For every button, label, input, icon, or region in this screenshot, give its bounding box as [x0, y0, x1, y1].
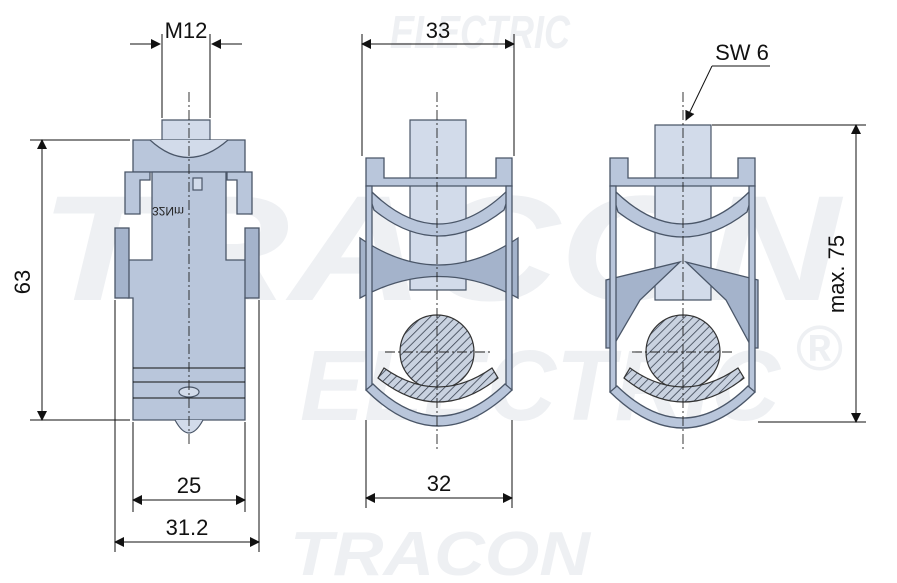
dim-height: 63: [10, 270, 35, 294]
dim-thread: M12: [165, 18, 208, 43]
side-hook-left: [124, 171, 151, 215]
dim-width-outer: 31.2: [166, 515, 209, 540]
rear-jaw-left: [605, 260, 683, 349]
front-bolt: [409, 119, 467, 291]
torque-marking: 32Nm: [152, 204, 184, 218]
dim-width-top: 33: [426, 18, 450, 43]
rear-cradle: [623, 367, 745, 403]
dim-max-height: max. 75: [824, 235, 849, 313]
rear-view: [605, 92, 759, 450]
front-cradle: [377, 367, 499, 403]
watermark-registered: ®: [795, 312, 843, 384]
dim-width-bottom: 32: [427, 471, 451, 496]
dimension-labels: M12 33 SW 6 63 max. 75 25 31.2 32: [10, 18, 849, 540]
side-hook-right: [226, 171, 253, 215]
dim-wrench: SW 6: [715, 40, 769, 65]
dim-width-inner: 25: [177, 473, 201, 498]
watermark-sub-top: ELECTRIC: [390, 6, 571, 58]
side-view: 32Nm: [114, 92, 260, 445]
front-view: [359, 92, 519, 450]
rear-bolt: [654, 124, 712, 301]
front-bridge: [359, 236, 519, 300]
dimension-lines: [30, 34, 866, 552]
watermark-brand-bottom: TRACON: [290, 520, 591, 583]
